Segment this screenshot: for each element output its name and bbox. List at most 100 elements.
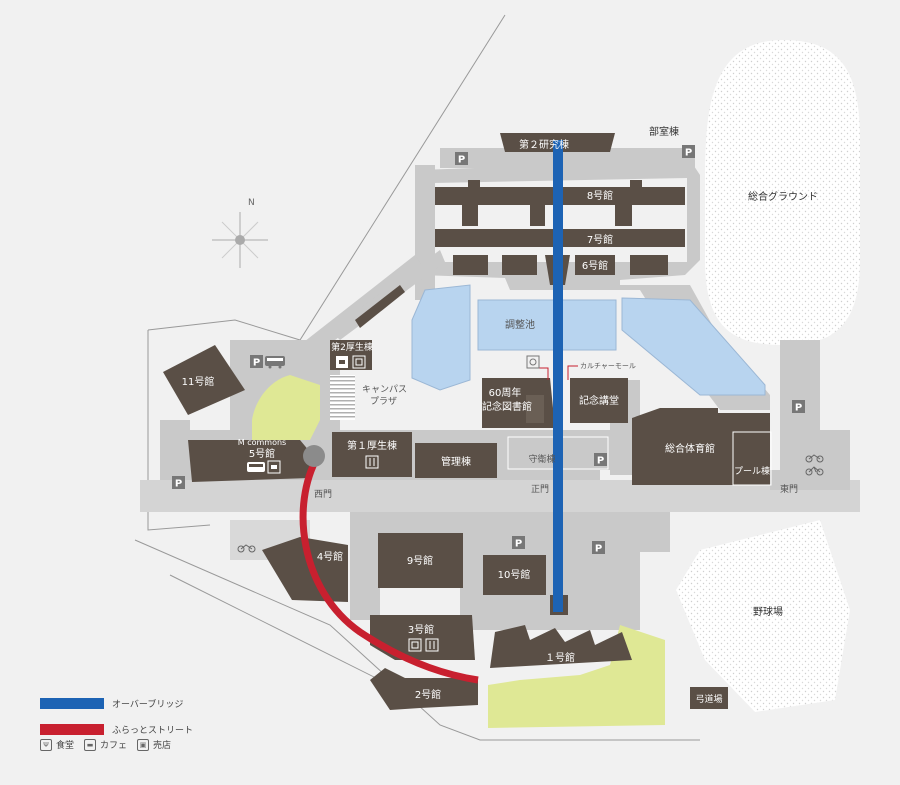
cafe-icon: ▬ bbox=[84, 738, 97, 751]
label-b6: 6号館 bbox=[582, 259, 608, 272]
parking-icon: P bbox=[458, 155, 465, 166]
building-welfare1 bbox=[332, 432, 412, 477]
building-admin bbox=[415, 443, 497, 478]
label-b4: 4号館 bbox=[317, 550, 343, 563]
parking-icon: P bbox=[795, 403, 802, 414]
building-11 bbox=[163, 345, 245, 415]
building-10 bbox=[483, 555, 546, 595]
label-b2: 2号館 bbox=[415, 688, 441, 701]
building-3 bbox=[370, 615, 475, 660]
legend-shop-label: 売店 bbox=[153, 741, 172, 751]
building-4 bbox=[262, 537, 348, 602]
building-2 bbox=[370, 668, 478, 710]
label-b11: 11号館 bbox=[182, 375, 215, 388]
legend: オーバーブリッジ ふらっとストリート Ψ 食堂 ▬ カフェ ▣ 売店 bbox=[40, 690, 193, 751]
label-admin: 管理棟 bbox=[441, 455, 471, 468]
pond bbox=[411, 284, 766, 396]
culture-mall-marker bbox=[538, 365, 578, 380]
baseball-field bbox=[676, 520, 850, 712]
legend-icons: Ψ 食堂 ▬ カフェ ▣ 売店 bbox=[40, 738, 193, 751]
dining-icon bbox=[425, 638, 439, 652]
building-6-a bbox=[453, 255, 488, 275]
label-pool: プール棟 bbox=[734, 465, 770, 477]
legend-dining-label: 食堂 bbox=[56, 741, 75, 751]
bus-icon bbox=[265, 356, 285, 369]
label-b3: 3号館 bbox=[408, 623, 434, 636]
parking-icon: P bbox=[685, 148, 692, 159]
parking-markers: P P P P P P P P bbox=[172, 145, 805, 555]
label-west-gate: 西門 bbox=[314, 489, 332, 500]
ground-field bbox=[705, 40, 860, 345]
area-labels: 調整池 カルチャーモール 総合グラウンド 野球場 西門 正門 東門 bbox=[314, 190, 818, 618]
dining-icon: Ψ bbox=[40, 738, 52, 751]
rotunda bbox=[303, 445, 325, 467]
dining-icon bbox=[365, 455, 379, 469]
compass-icon: N bbox=[212, 198, 268, 268]
label-b7: 7号館 bbox=[587, 233, 613, 246]
building-gym bbox=[632, 408, 770, 485]
fuatto-street-line bbox=[299, 454, 479, 684]
label-baseball: 野球場 bbox=[753, 605, 783, 618]
building-small bbox=[526, 395, 544, 423]
motorbike-icon bbox=[805, 454, 824, 463]
phone-icon bbox=[526, 355, 540, 369]
building-6-d bbox=[630, 255, 668, 275]
building-hall bbox=[570, 378, 628, 423]
legend-overbridge: オーバーブリッジ bbox=[40, 690, 193, 716]
legend-street: ふらっとストリート bbox=[40, 716, 193, 742]
label-ground: 総合グラウンド bbox=[748, 190, 818, 203]
label-b5: 5号館 bbox=[249, 447, 275, 460]
shop-icon bbox=[352, 355, 366, 369]
label-club: 部室棟 bbox=[649, 125, 679, 138]
label-welfare2: 第2厚生棟 bbox=[331, 341, 373, 353]
label-pond: 調整池 bbox=[505, 318, 535, 331]
parking-icon: P bbox=[597, 456, 604, 467]
building-archery bbox=[690, 687, 728, 709]
building-8-wings bbox=[462, 205, 632, 226]
label-library-1: 60周年 bbox=[489, 386, 522, 399]
compass-north-label: N bbox=[248, 198, 255, 208]
legend-street-swatch bbox=[40, 723, 104, 735]
building-labels: 第２研究棟 部室棟 8号館 7号館 6号館 11号館 第2厚生棟 キャンパス プ… bbox=[182, 125, 770, 705]
label-guard: 守衛棟 bbox=[528, 453, 555, 465]
label-campus-plaza-2: プラザ bbox=[370, 396, 397, 407]
parking-icon: P bbox=[515, 539, 522, 550]
campus-plaza-floor bbox=[330, 375, 355, 420]
label-archery: 弓道場 bbox=[695, 693, 722, 705]
building-6-b bbox=[502, 255, 537, 275]
building-pool bbox=[732, 431, 772, 486]
label-hall: 記念講堂 bbox=[579, 394, 619, 407]
label-campus-plaza-1: キャンパス bbox=[362, 384, 407, 395]
label-library-2: 記念図書館 bbox=[482, 400, 532, 413]
label-b1: １号館 bbox=[545, 651, 575, 664]
legend-overbridge-label: オーバーブリッジ bbox=[112, 699, 184, 710]
label-mcommons: M commons bbox=[238, 438, 286, 447]
building-welfare2-strip bbox=[355, 285, 405, 328]
parking-icon: P bbox=[595, 544, 602, 555]
building-6 bbox=[575, 255, 615, 275]
cafe-icon bbox=[336, 356, 348, 368]
legend-cafe-label: カフェ bbox=[100, 741, 128, 751]
motorbike-icon bbox=[237, 544, 256, 553]
bus-icon bbox=[247, 462, 265, 472]
cafe-icon bbox=[267, 460, 281, 474]
label-b8: 8号館 bbox=[587, 189, 613, 202]
label-welfare1: 第１厚生棟 bbox=[347, 439, 397, 452]
legend-street-label: ふらっとストリート bbox=[112, 725, 194, 736]
buildings bbox=[163, 133, 770, 710]
parking-icon: P bbox=[175, 479, 182, 490]
label-east-gate: 東門 bbox=[780, 483, 798, 495]
building-9 bbox=[378, 533, 463, 588]
bicycle-icon bbox=[805, 466, 824, 476]
label-b9: 9号館 bbox=[407, 554, 433, 567]
legend-overbridge-swatch bbox=[40, 697, 104, 709]
shop-icon bbox=[408, 638, 422, 652]
label-gym: 総合体育館 bbox=[665, 442, 715, 455]
label-culture-mall: カルチャーモール bbox=[580, 362, 636, 370]
shop-icon: ▣ bbox=[137, 738, 150, 751]
building-1 bbox=[490, 625, 632, 668]
overbridge-line bbox=[553, 140, 563, 612]
label-main-gate: 正門 bbox=[531, 484, 549, 495]
green-area bbox=[252, 375, 320, 440]
parking-icon: P bbox=[253, 358, 260, 369]
